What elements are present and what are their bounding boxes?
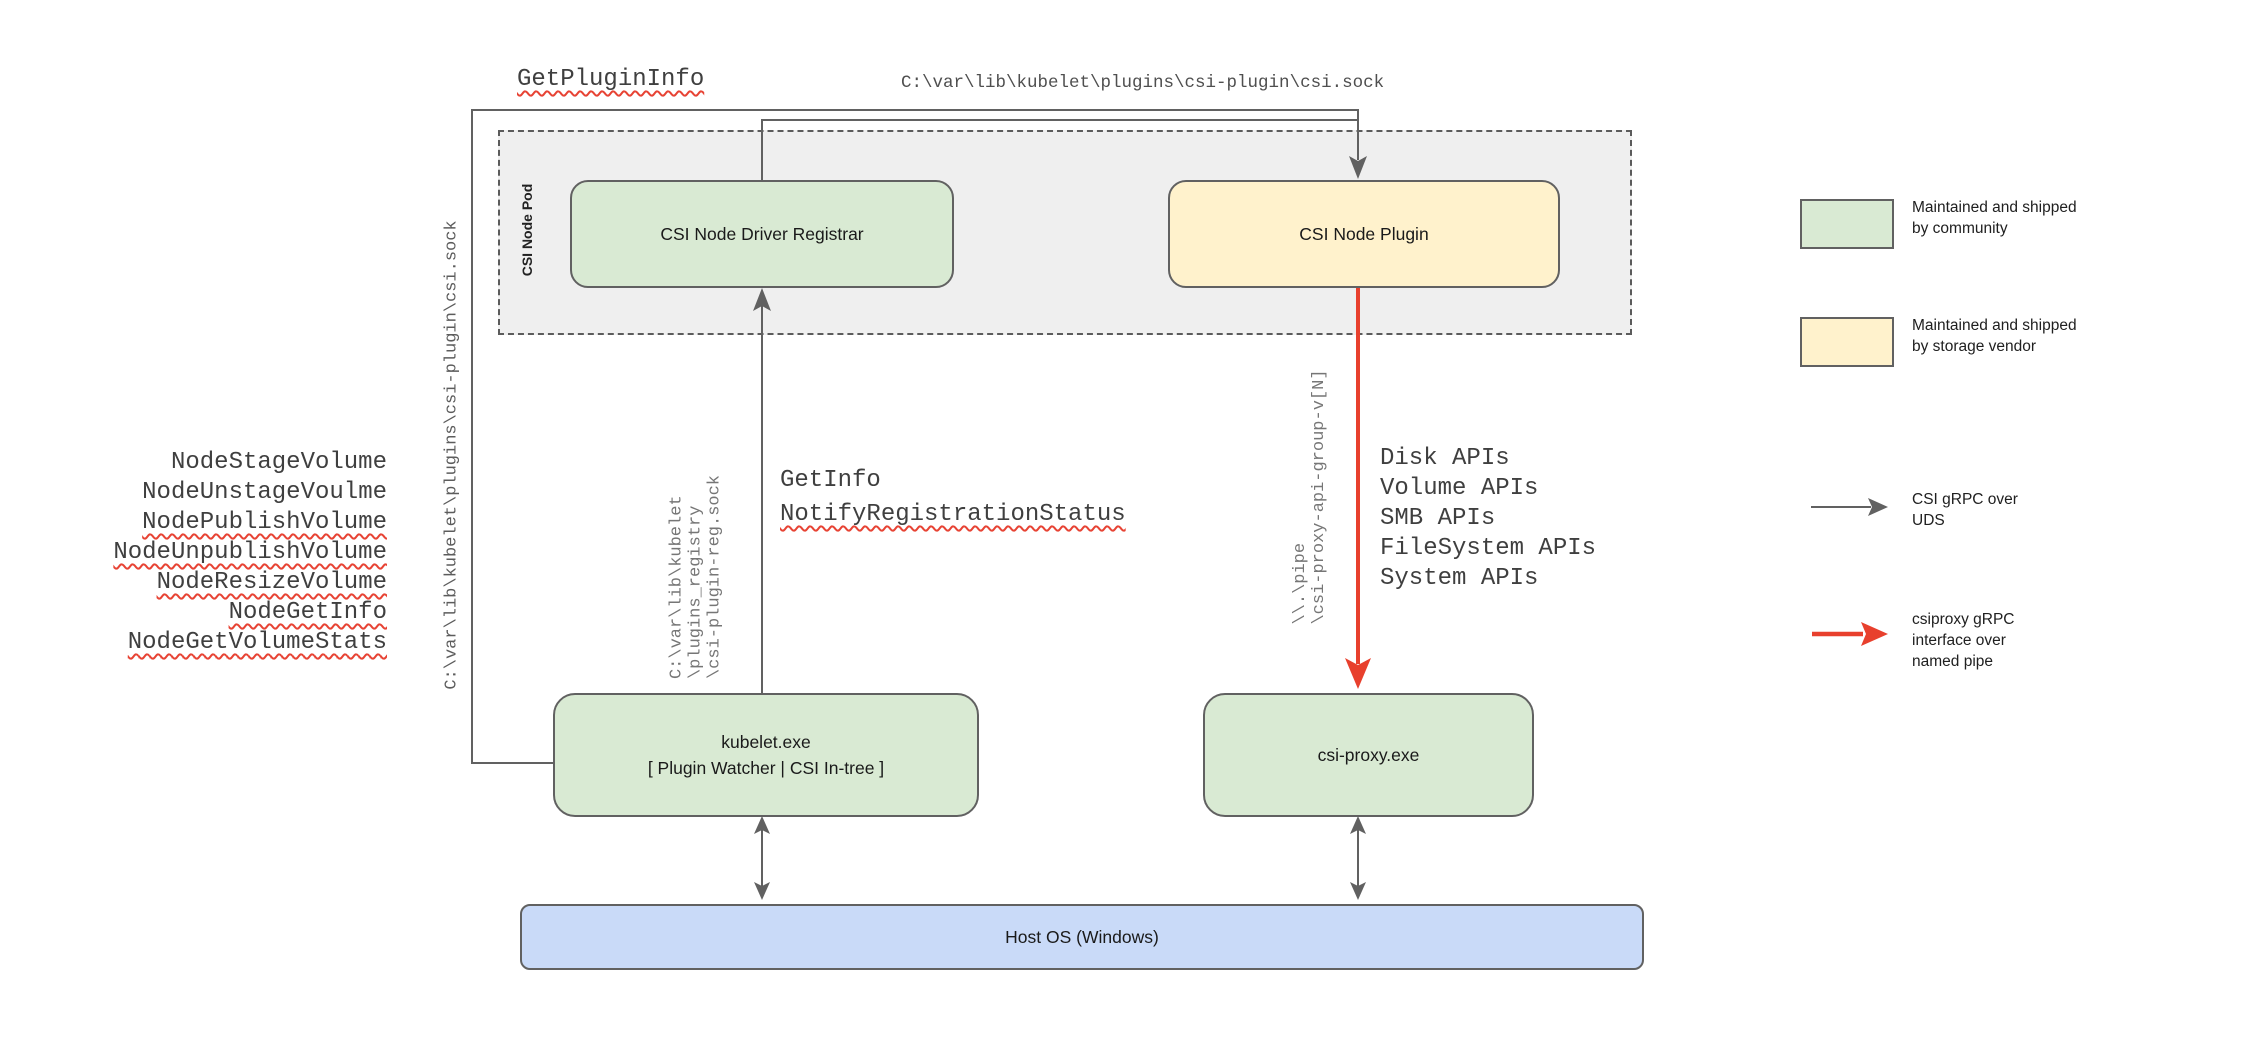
- list-item: NodePublishVolume: [87, 508, 387, 538]
- arrowhead-csiproxy-host-top: [1350, 816, 1366, 834]
- node-method-list: NodeStageVolume NodeUnstageVoulme NodePu…: [87, 448, 387, 658]
- kubelet-sublabel: [ Plugin Watcher | CSI In-tree ]: [647, 758, 885, 778]
- arrowhead-kubelet-host-bottom: [754, 882, 770, 900]
- get-info-text: GetInfo: [780, 467, 881, 494]
- pipe-path-vertical: \\.\pipe \csi-proxy-api-group-v[N]: [1291, 369, 1329, 625]
- legend-label-vendor: Maintained and shipped by storage vendor: [1912, 317, 2077, 355]
- list-item: NodeStageVolume: [87, 448, 387, 478]
- line-kubelet-to-plugin: [471, 109, 1359, 764]
- method-label: NodePublishVolume: [142, 509, 387, 536]
- notify-registration-status-text: NotifyRegistrationStatus: [780, 501, 1126, 528]
- list-item: NodeUnstageVoulme: [87, 478, 387, 508]
- method-label: NodeResizeVolume: [156, 569, 387, 596]
- legend-red-arrowhead: [1861, 622, 1888, 646]
- method-label: NodeGetInfo: [228, 599, 387, 626]
- csi-node-driver-registrar-label: CSI Node Driver Registrar: [660, 224, 864, 244]
- legend-gray-arrowhead: [1868, 498, 1888, 516]
- method-label: NodeStageVolume: [170, 449, 387, 476]
- legend-label-csi-grpc: CSI gRPC over UDS: [1912, 491, 2018, 529]
- arrowhead-csiproxy-host-bottom: [1350, 882, 1366, 900]
- csi-sock-path-vertical: C:\var\lib\kubelet\plugins\csi-plugin\cs…: [442, 220, 462, 690]
- arrowhead-into-csiproxy: [1345, 658, 1371, 689]
- arrowhead-into-registrar: [753, 288, 771, 311]
- list-item: Disk APIs: [1380, 445, 1510, 472]
- csi-node-plugin-label: CSI Node Plugin: [1299, 224, 1429, 244]
- list-item: System APIs: [1380, 565, 1539, 592]
- kubelet-box: kubelet.exe [ Plugin Watcher | CSI In-tr…: [553, 693, 979, 817]
- list-item: SMB APIs: [1380, 505, 1496, 532]
- registry-path-vertical: C:\var\lib\kubelet \plugins_registry \cs…: [667, 474, 725, 680]
- host-os-label: Host OS (Windows): [1005, 927, 1159, 947]
- registration-rpc-labels: GetInfo NotifyRegistrationStatus: [780, 464, 1126, 532]
- method-label: NodeUnstageVoulme: [142, 479, 387, 506]
- csi-node-driver-registrar-box: CSI Node Driver Registrar: [570, 180, 954, 288]
- arrowhead-into-plugin: [1349, 156, 1367, 179]
- legend-label-community: Maintained and shipped by community: [1912, 199, 2077, 237]
- legend-label-csiproxy-grpc: csiproxy gRPC interface over named pipe: [1912, 611, 2015, 670]
- kubelet-label: kubelet.exe: [721, 732, 811, 752]
- get-plugin-info-label: GetPluginInfo: [517, 66, 704, 93]
- list-item: NodeUnpublishVolume: [87, 538, 387, 568]
- csi-node-plugin-box: CSI Node Plugin: [1168, 180, 1560, 288]
- list-item: Volume APIs: [1380, 475, 1539, 502]
- list-item: NodeGetInfo: [87, 598, 387, 628]
- notify-registration-status-label: NotifyRegistrationStatus: [780, 498, 1126, 532]
- method-label: NodeUnpublishVolume: [113, 539, 387, 566]
- host-os-box: Host OS (Windows): [520, 904, 1644, 970]
- get-plugin-info-text: GetPluginInfo: [517, 66, 705, 93]
- legend-swatch-vendor: [1800, 317, 1894, 367]
- list-item: FileSystem APIs: [1380, 535, 1597, 562]
- arrowhead-kubelet-host-top: [754, 816, 770, 834]
- csi-proxy-label: csi-proxy.exe: [1317, 745, 1420, 765]
- method-label: NodeGetVolumeStats: [127, 629, 387, 656]
- list-item: NodeResizeVolume: [87, 568, 387, 598]
- csi-proxy-api-list: Disk APIs Volume APIs SMB APIs FileSyste…: [1380, 444, 1596, 594]
- get-info-label: GetInfo: [780, 464, 1126, 498]
- csi-proxy-box: csi-proxy.exe: [1203, 693, 1534, 817]
- list-item: NodeGetVolumeStats: [87, 628, 387, 658]
- legend-swatch-community: [1800, 199, 1894, 249]
- line-registrar-to-plugin-join: [761, 119, 1358, 180]
- csi-sock-path-label: C:\var\lib\kubelet\plugins\csi-plugin\cs…: [901, 73, 1385, 93]
